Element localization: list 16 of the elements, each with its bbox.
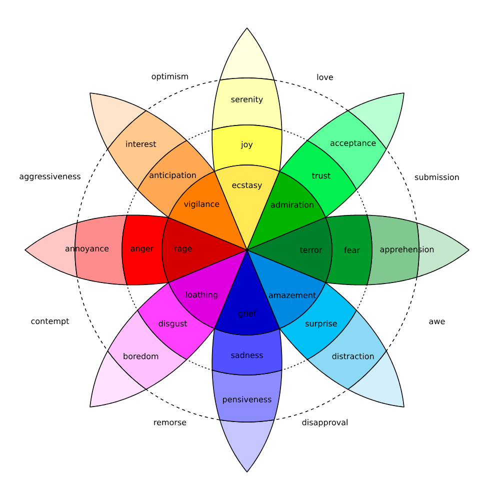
emotion-band: joy [212,124,282,172]
emotion-band: terror [246,217,332,283]
emotion-band: pensiveness [212,370,282,422]
emotion-band: sadness [212,328,282,376]
emotion-label: aggressiveness [20,173,80,181]
emotion-label: submission [415,174,459,180]
emotion-band: anger [122,214,169,286]
emotion-label: disapproval [302,419,348,427]
emotion-label: contempt [31,318,70,326]
emotion-band: fear [325,214,372,286]
emotion-band: rage [162,217,248,283]
emotion-label: optimism [152,73,188,81]
emotion-label: love [317,74,333,80]
emotion-band: serenity [212,78,282,130]
emotion-label: remorse [154,420,186,426]
emotion-label: awe [429,320,445,324]
